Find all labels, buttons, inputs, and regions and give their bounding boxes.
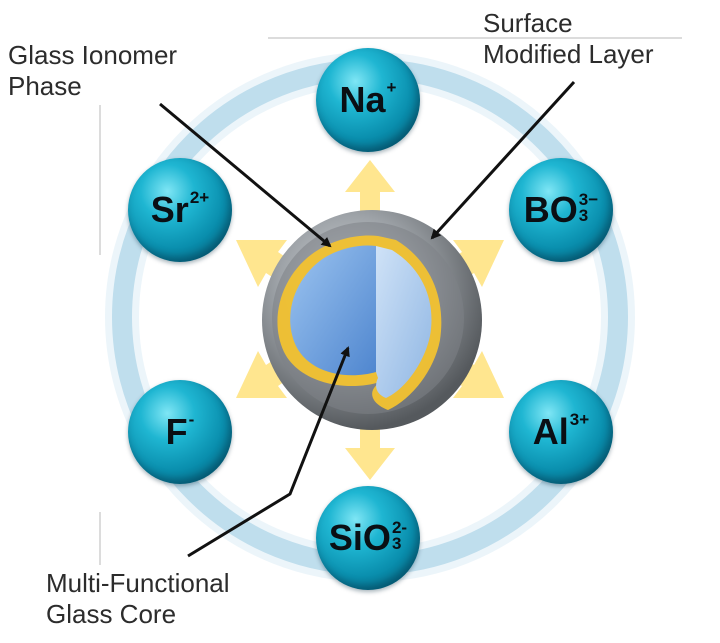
ion-fluoride: F- [128, 380, 232, 484]
label-core-line2: Glass Core [46, 599, 177, 629]
core-left-half [290, 245, 376, 376]
ion-borate-charge: 3− [578, 190, 599, 209]
ion-sodium: Na+ [316, 48, 420, 152]
ion-strontium-charge: 2+ [189, 187, 210, 207]
ion-sodium-symbol: Na [339, 79, 386, 120]
ion-silicate-subscript: 3 [391, 534, 402, 553]
pointer-surface-layer [430, 80, 576, 240]
ion-aluminum-symbol: Al [532, 411, 569, 452]
ion-silicate-indices: 2-3 [391, 518, 408, 553]
ion-strontium-symbol: Sr [150, 189, 189, 230]
ion-silicate-charge: 2- [391, 518, 408, 537]
label-glass-ionomer-line1: Glass Ionomer [8, 40, 178, 70]
label-surface-line1: Surface [483, 8, 573, 38]
core-right-half [376, 246, 432, 398]
ion-aluminum-charge: 3+ [569, 409, 590, 429]
pointer-glass-ionomer [159, 102, 332, 248]
label-glass-ionomer-phase: Glass Ionomer Phase [8, 40, 177, 102]
ion-borate-subscript: 3 [578, 206, 589, 225]
arrow-down [345, 405, 395, 480]
label-multi-functional-core: Multi-Functional Glass Core [46, 568, 230, 630]
glass-particle [262, 210, 482, 430]
ion-borate-symbol: BO [523, 189, 578, 230]
ion-silicate-symbol: SiO [328, 517, 391, 558]
label-core-line1: Multi-Functional [46, 568, 230, 598]
ion-sodium-charge: + [386, 77, 397, 97]
arrow-up [345, 160, 395, 235]
ion-borate-indices: 3−3 [578, 190, 599, 225]
pointer-core [187, 346, 350, 558]
ion-fluoride-symbol: F [165, 411, 188, 452]
label-surface-modified-layer: Surface Modified Layer [483, 8, 654, 70]
ion-fluoride-charge: - [188, 409, 195, 429]
label-glass-ionomer-line2: Phase [8, 71, 82, 101]
label-surface-line2: Modified Layer [483, 39, 654, 69]
